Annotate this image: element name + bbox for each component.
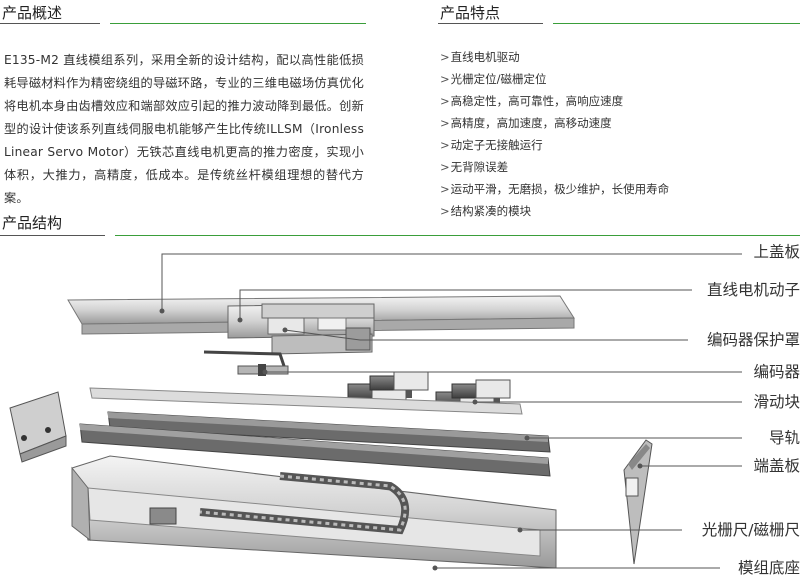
chevron-right-icon: >	[440, 204, 450, 218]
feature-item: >动定子无接触运行	[440, 138, 543, 152]
features-rule-green	[553, 23, 800, 24]
feature-item: >高精度，高加速度，高移动速度	[440, 116, 612, 130]
part-label-end-cap: 端盖板	[753, 457, 800, 475]
part-label-guide-rail: 导轨	[768, 429, 800, 447]
end-cap-left-part	[9, 391, 67, 463]
chevron-right-icon: >	[440, 116, 450, 130]
features-title: 产品特点	[440, 4, 501, 22]
chevron-right-icon: >	[440, 182, 450, 196]
encoder-part	[203, 350, 289, 376]
feature-item: >高稳定性，高可靠性，高响应速度	[440, 94, 624, 108]
part-label-encoder-cover: 编码器保护罩	[706, 331, 800, 349]
end-cap-right-part	[623, 439, 653, 565]
feature-item: >直线电机驱动	[440, 50, 520, 64]
module-base-part	[71, 455, 557, 569]
chevron-right-icon: >	[440, 50, 450, 64]
chevron-right-icon: >	[440, 94, 450, 108]
part-label-grating-scale: 光栅尺/磁栅尺	[701, 521, 800, 539]
overview-title: 产品概述	[2, 4, 63, 22]
callout-lines	[161, 253, 742, 569]
motor-mover-part	[227, 303, 375, 355]
features-list: >直线电机驱动 >光栅定位/磁栅定位 >高稳定性，高可靠性，高响应速度 >高精度…	[440, 46, 669, 222]
feature-item: >无背隙误差	[440, 160, 509, 174]
part-label-slide-block: 滑动块	[753, 393, 800, 411]
chevron-right-icon: >	[440, 72, 450, 86]
chevron-right-icon: >	[440, 138, 450, 152]
structure-rule-dark	[0, 235, 105, 236]
structure-title: 产品结构	[2, 214, 63, 232]
overview-text: E135-M2 直线模组系列，采用全新的设计结构，配以高性能低损耗导磁材料作为精…	[4, 53, 364, 205]
chevron-right-icon: >	[440, 160, 450, 174]
part-label-motor-mover: 直线电机动子	[706, 281, 800, 299]
overview-rule-dark	[0, 23, 100, 24]
guide-rails-part	[79, 387, 551, 477]
feature-item: >结构紧凑的模块	[440, 204, 532, 218]
feature-item: >运动平滑，无磨损，极少维护，长使用寿命	[440, 182, 670, 196]
feature-item: >光栅定位/磁栅定位	[440, 72, 547, 86]
part-label-encoder: 编码器	[753, 363, 800, 381]
features-rule-dark	[438, 23, 543, 24]
part-label-top-cover: 上盖板	[753, 243, 800, 261]
structure-rule-green	[115, 235, 800, 236]
overview-rule-green	[110, 23, 366, 24]
callout-dots	[159, 308, 643, 571]
part-label-module-base: 模组底座	[737, 559, 800, 577]
